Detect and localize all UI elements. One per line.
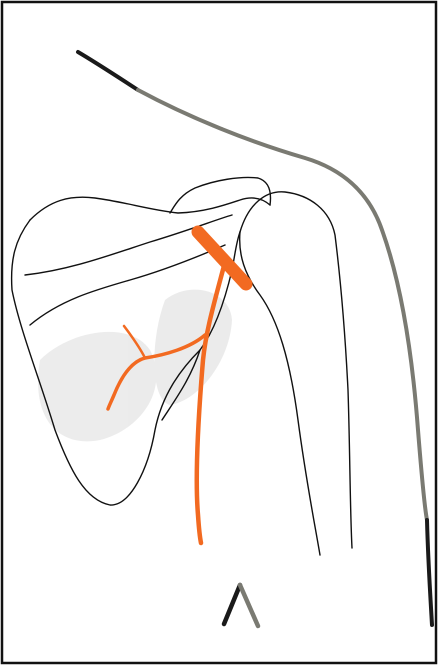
shading-patch-center: [154, 290, 232, 405]
humerus-lateral-border: [240, 192, 352, 548]
arm-contour-dark: [427, 520, 432, 625]
acromion-outline: [170, 177, 271, 213]
caret-up-icon: [224, 585, 258, 626]
scapular-spine-upper: [25, 215, 232, 275]
marker-right-stroke: [240, 585, 258, 626]
scapula-superior-border: [30, 197, 270, 220]
humerus-medial-border: [240, 232, 320, 555]
neck-contour-dark: [78, 52, 138, 90]
marker-left-stroke: [224, 585, 240, 624]
